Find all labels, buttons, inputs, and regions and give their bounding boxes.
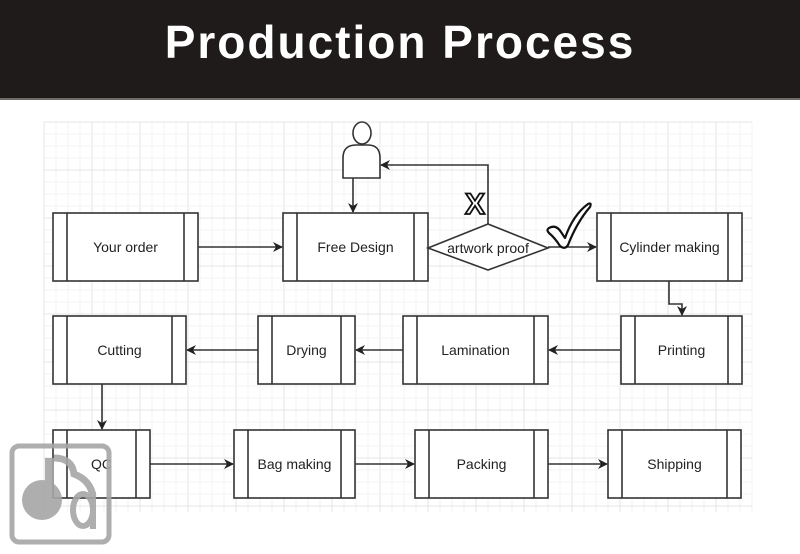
- process-label: Your order: [93, 239, 158, 255]
- page-title: Production Process: [164, 16, 636, 68]
- logo-icon: [9, 443, 112, 545]
- process-drying[interactable]: Drying: [257, 315, 356, 385]
- process-printing[interactable]: Printing: [620, 315, 743, 385]
- process-label: Packing: [457, 456, 507, 472]
- checkmark-icon: [546, 202, 592, 249]
- process-bag-making[interactable]: Bag making: [233, 429, 356, 499]
- decision-artwork-proof[interactable]: artwork proof: [425, 223, 551, 271]
- process-lamination[interactable]: Lamination: [402, 315, 549, 385]
- x-mark-icon: X: [464, 187, 486, 222]
- process-label: Free Design: [317, 239, 393, 255]
- process-label: Shipping: [647, 456, 702, 472]
- process-free-design[interactable]: Free Design: [282, 212, 429, 282]
- decision-label: artwork proof: [447, 240, 529, 256]
- process-label: Lamination: [441, 342, 510, 358]
- edge-proof-rejected-to-customer: [380, 160, 489, 224]
- process-label: Printing: [658, 342, 705, 358]
- person-icon: [342, 121, 381, 179]
- edge-cylinder-to-printing: [668, 281, 687, 316]
- process-label: Drying: [286, 342, 326, 358]
- header-banner: Production Process: [0, 0, 800, 98]
- process-label: Bag making: [258, 456, 332, 472]
- process-packing[interactable]: Packing: [414, 429, 549, 499]
- process-your-order[interactable]: Your order: [52, 212, 199, 282]
- process-cylinder-making[interactable]: Cylinder making: [596, 212, 743, 282]
- process-shipping[interactable]: Shipping: [607, 429, 742, 499]
- process-cutting[interactable]: Cutting: [52, 315, 187, 385]
- process-label: Cutting: [97, 342, 141, 358]
- process-label: Cylinder making: [619, 239, 719, 255]
- header-divider: [0, 98, 800, 100]
- svg-text:X: X: [465, 188, 485, 221]
